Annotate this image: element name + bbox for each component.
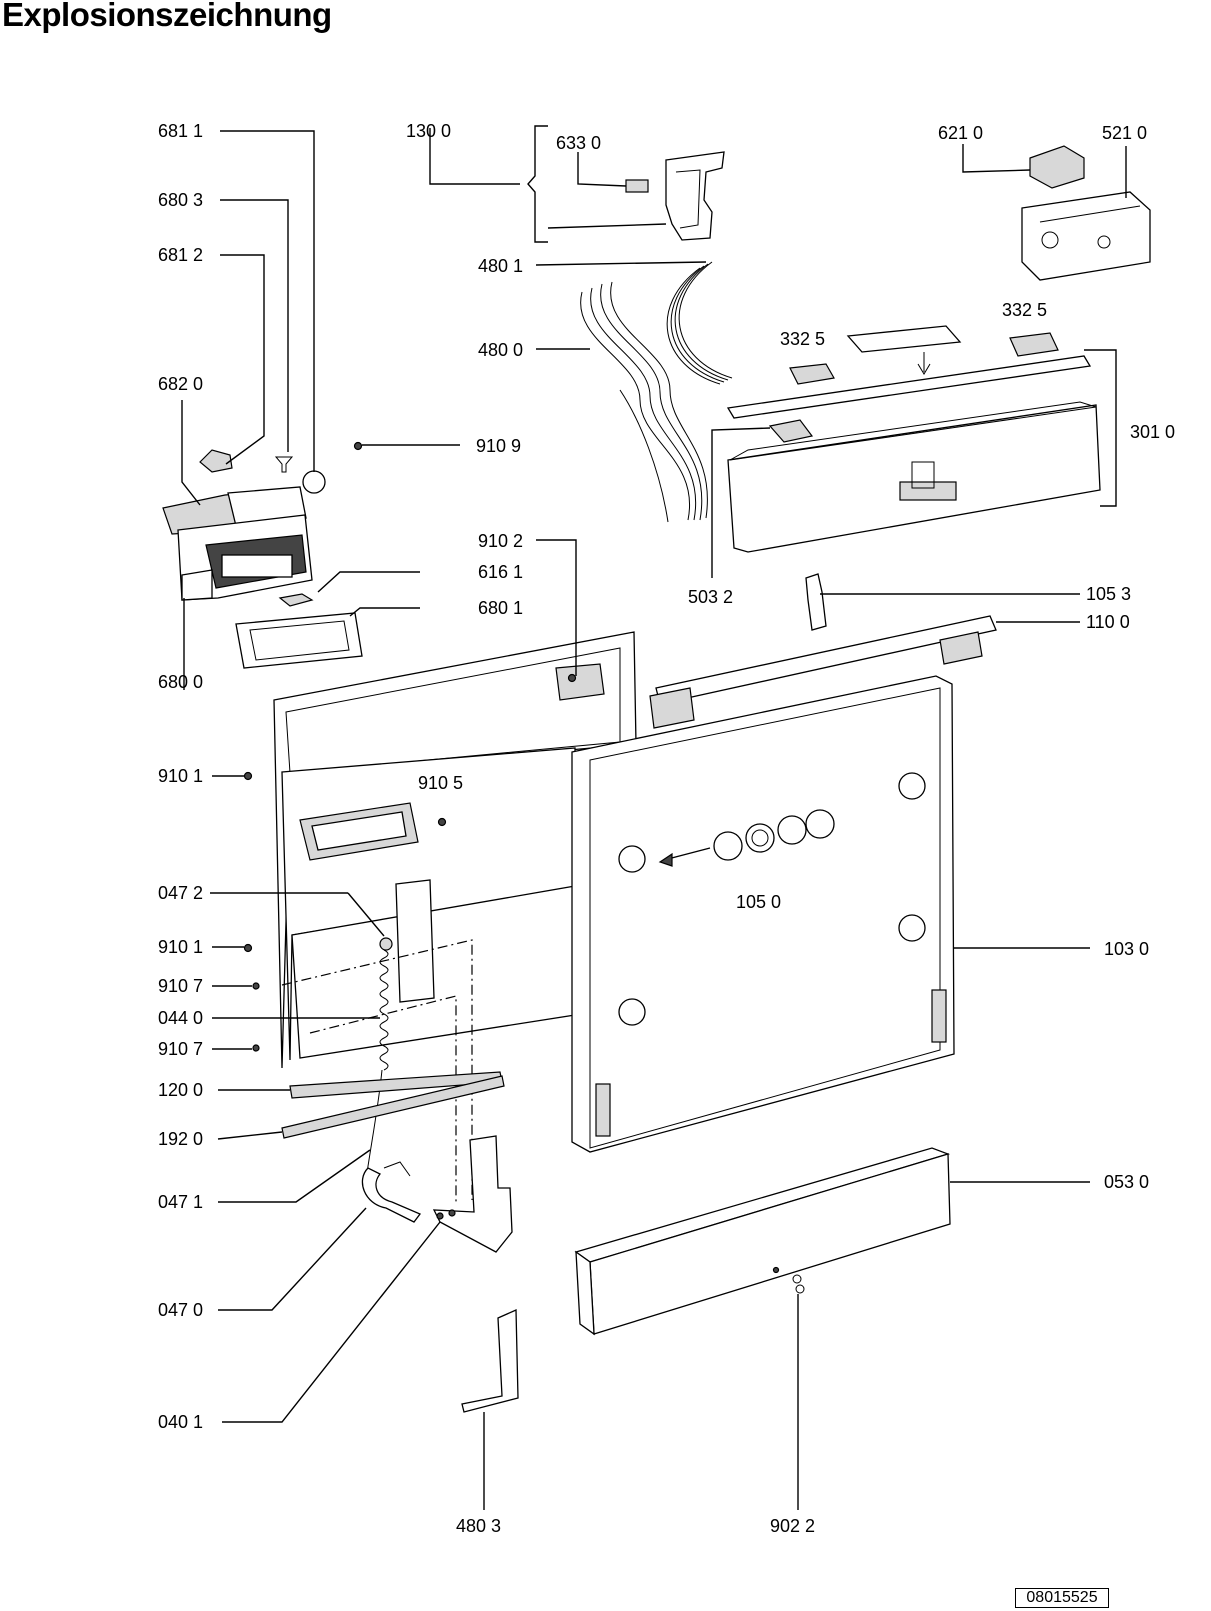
label-910-2: 910 2	[478, 531, 523, 551]
control-panel-strip	[726, 355, 1092, 419]
label-521-0: 521 0	[1102, 123, 1147, 143]
label-332-5-right: 332 5	[1002, 300, 1047, 320]
screw-910-9	[353, 441, 363, 451]
control-panel-module	[162, 486, 313, 601]
label-681-2: 681 2	[158, 245, 203, 265]
frame-gasket	[235, 612, 363, 669]
label-910-5: 910 5	[418, 773, 463, 793]
spring-clip-part	[274, 456, 294, 473]
label-680-1: 680 1	[478, 598, 523, 618]
control-electronics	[1021, 191, 1151, 281]
label-616-1: 616 1	[478, 562, 523, 582]
small-plate	[278, 593, 314, 607]
bracket-105-3	[805, 573, 827, 631]
bracket-503-2	[768, 419, 814, 443]
knob-part	[302, 470, 326, 494]
support-bar	[649, 615, 997, 729]
screw-902-2	[792, 1274, 805, 1294]
label-110-0: 110 0	[1086, 612, 1130, 632]
wiring-harness	[580, 281, 708, 523]
rail-192-0	[281, 1075, 505, 1139]
label-301-0: 301 0	[1130, 422, 1175, 442]
clip-332-5-right	[1009, 332, 1059, 357]
label-120-0: 120 0	[158, 1080, 203, 1100]
label-633-0: 633 0	[556, 133, 601, 153]
label-902-2: 902 2	[770, 1516, 815, 1536]
label-680-0: 680 0	[158, 672, 203, 692]
label-503-2: 503 2	[688, 587, 733, 607]
door-lock	[625, 151, 725, 241]
part-labels: 681 1 680 3 681 2 682 0 616 1 680 1 680 …	[158, 121, 1175, 1536]
panel-body	[727, 401, 1101, 553]
page-title: Explosionszeichnung	[2, 0, 332, 33]
label-910-1-top: 910 1	[158, 766, 203, 786]
label-047-2: 047 2	[158, 883, 203, 903]
bracket-480-3	[461, 1309, 519, 1413]
label-105-0: 105 0	[736, 892, 781, 912]
kick-plate	[574, 1147, 951, 1336]
label-332-5-left: 332 5	[780, 329, 825, 349]
knob-row	[713, 809, 835, 861]
door-inner-frame	[273, 631, 637, 1069]
document-number: 08015525	[1015, 1588, 1109, 1608]
label-053-0: 053 0	[1104, 1172, 1149, 1192]
label-192-0: 192 0	[158, 1129, 203, 1149]
label-480-3: 480 3	[456, 1516, 501, 1536]
label-910-7-top: 910 7	[158, 976, 203, 996]
label-047-1: 047 1	[158, 1192, 203, 1212]
screws-left	[243, 673, 577, 1052]
clip-332-5-left	[789, 363, 835, 385]
label-480-1: 480 1	[478, 256, 523, 276]
label-910-9: 910 9	[476, 436, 521, 456]
label-047-0: 047 0	[158, 1300, 203, 1320]
dashed-outline	[281, 939, 473, 1205]
label-480-0: 480 0	[478, 340, 523, 360]
label-910-1-bottom: 910 1	[158, 937, 203, 957]
label-621-0: 621 0	[938, 123, 983, 143]
label-910-7-bottom: 910 7	[158, 1039, 203, 1059]
connector-module	[1029, 145, 1085, 189]
hinge-part	[361, 1161, 422, 1223]
label-681-1: 681 1	[158, 121, 203, 141]
label-682-0: 682 0	[158, 374, 203, 394]
label-130-0: 130 0	[406, 121, 451, 141]
label-040-1: 040 1	[158, 1412, 203, 1432]
cable-loop	[666, 261, 733, 385]
label-103-0: 103 0	[1104, 939, 1149, 959]
label-105-3: 105 3	[1086, 584, 1131, 604]
switch-part	[199, 449, 233, 473]
label-plate	[846, 325, 962, 375]
leader-lines	[181, 125, 1127, 1510]
label-680-3: 680 3	[158, 190, 203, 210]
outer-door-panel	[571, 675, 955, 1153]
label-044-0: 044 0	[158, 1008, 203, 1028]
hinge-bracket	[432, 1135, 513, 1253]
